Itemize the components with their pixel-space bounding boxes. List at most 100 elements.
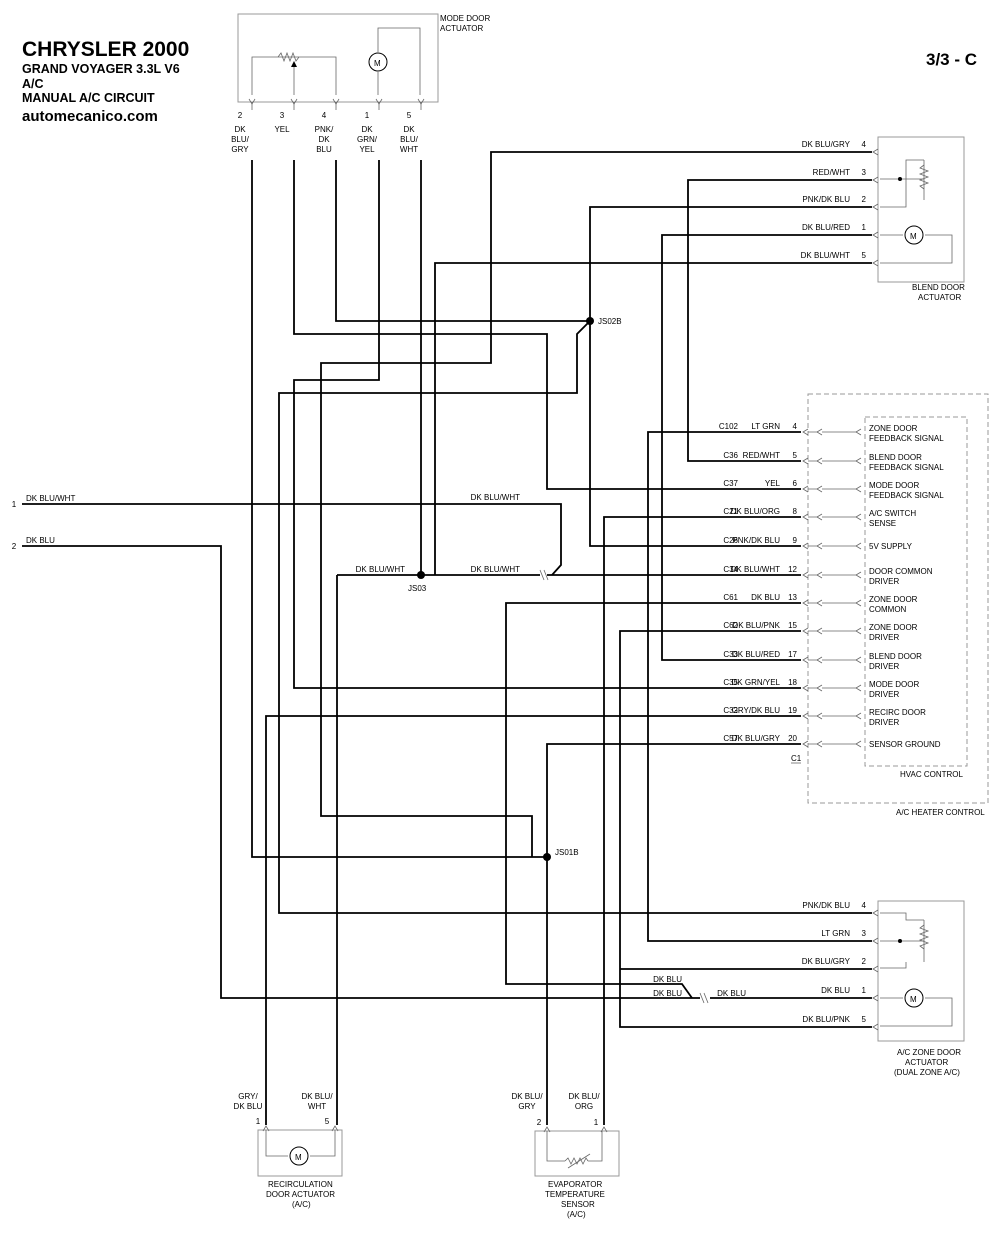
- hvac-pin-lead: [808, 740, 862, 748]
- header-line-system: A/C: [22, 76, 44, 91]
- zone-pin-wire-color: PNK/DK BLU: [802, 901, 850, 910]
- mode-pin-wire-color: DK: [403, 125, 415, 134]
- hvac-circuit-id: C32: [723, 706, 738, 715]
- zone-pin-number: 1: [862, 986, 867, 995]
- hvac-pin-function: A/C SWITCH: [869, 509, 916, 518]
- zone-pin-number: 4: [862, 901, 867, 910]
- splice-js02b-label: JS02B: [598, 317, 622, 326]
- blend-pin-terminal: [872, 259, 879, 267]
- mode-door-label-1: MODE DOOR: [440, 14, 490, 23]
- page-number: 3/3 - C: [926, 50, 978, 69]
- hvac-pin-function: DRIVER: [869, 662, 899, 671]
- hvac-pin-function: FEEDBACK SIGNAL: [869, 491, 944, 500]
- hvac-circuit-id: C21: [723, 507, 738, 516]
- connector-c1-label: C1: [791, 754, 802, 763]
- hvac-pin-function: MODE DOOR: [869, 680, 919, 689]
- hvac-pin-function: SENSOR GROUND: [869, 740, 941, 749]
- hvac-wire-color: DK BLU/PNK: [732, 621, 780, 630]
- hvac-pin-function: ZONE DOOR: [869, 424, 918, 433]
- zone-pin-number: 5: [862, 1015, 867, 1024]
- hvac-pin-number: 5: [793, 451, 798, 460]
- hvac-pin-number: 17: [788, 650, 797, 659]
- evap-label-3: SENSOR: [561, 1200, 595, 1209]
- left-input-pin: 2: [12, 542, 17, 551]
- hvac-circuit-id: C37: [723, 479, 738, 488]
- zone-extra-wire-label: DK BLU: [653, 989, 682, 998]
- hvac-circuit-id: C36: [723, 451, 738, 460]
- recirc-pin-wire-color: DK BLU/: [301, 1092, 333, 1101]
- hvac-pin-lead: [808, 485, 862, 493]
- zone-door-label-3: (DUAL ZONE A/C): [894, 1068, 960, 1077]
- mode-pin-wire-color: BLU: [316, 145, 332, 154]
- zone-pin-wire-color: DK BLU/GRY: [802, 957, 851, 966]
- evap-pin-number: 2: [537, 1118, 542, 1127]
- hvac-wire-color: RED/WHT: [743, 451, 780, 460]
- hvac-pin-function: ZONE DOOR: [869, 595, 918, 604]
- splice-js02b: JS02B: [586, 317, 622, 326]
- wires: [22, 151, 872, 1125]
- evap-pin-terminal: [600, 1126, 608, 1133]
- hvac-pin-lead: [808, 571, 862, 579]
- mode-pin-wire-color: DK: [318, 135, 330, 144]
- splice-js01b: JS01B: [543, 848, 579, 861]
- hvac-pin-terminal: [802, 599, 809, 607]
- mode-pin-wire-color: BLU/: [231, 135, 250, 144]
- mode-pin-wire-color: GRY: [231, 145, 249, 154]
- hvac-pin-lead: [808, 712, 862, 720]
- hvac-circuit-id: C35: [723, 678, 738, 687]
- recirc-label-2: DOOR ACTUATOR: [266, 1190, 335, 1199]
- mode-pin-number: 2: [238, 111, 243, 120]
- left-input-pin: 1: [12, 500, 17, 509]
- hvac-pin-lead: [808, 428, 862, 436]
- hvac-pin-function: SENSE: [869, 519, 896, 528]
- zone-door-label-2: ACTUATOR: [905, 1058, 948, 1067]
- diagram-header: CHRYSLER 2000 GRAND VOYAGER 3.3L V6 A/C …: [22, 38, 189, 126]
- hvac-pin-function: ZONE DOOR: [869, 623, 918, 632]
- left-input-wire-color: DK BLU/WHT: [26, 494, 75, 503]
- wire-label-js03-left: DK BLU/WHT: [356, 565, 405, 574]
- hvac-pin-function: MODE DOOR: [869, 481, 919, 490]
- heater-control-label: A/C HEATER CONTROL: [896, 808, 985, 817]
- hvac-pin-number: 20: [788, 734, 797, 743]
- blend-pin-wire-color: RED/WHT: [813, 168, 850, 177]
- hvac-pin-function: DRIVER: [869, 690, 899, 699]
- hvac-pin-function: DOOR COMMON: [869, 567, 933, 576]
- hvac-pin-terminal: [802, 485, 809, 493]
- mode-pin-number: 4: [322, 111, 327, 120]
- hvac-pin-terminal: [802, 571, 809, 579]
- mode-pin-number: 5: [407, 111, 412, 120]
- hvac-wire-color: YEL: [765, 479, 781, 488]
- blend-pin-terminal: [872, 148, 879, 156]
- blend-pin-wire-color: DK BLU/RED: [802, 223, 850, 232]
- hvac-pin-function: BLEND DOOR: [869, 652, 922, 661]
- evap-label-2: TEMPERATURE: [545, 1190, 605, 1199]
- blend-pin-wire-color: PNK/DK BLU: [802, 195, 850, 204]
- recirc-pin-wire-color: WHT: [308, 1102, 326, 1111]
- hvac-pin-terminal: [802, 740, 809, 748]
- wire-label-js03-right: DK BLU/WHT: [471, 565, 520, 574]
- hvac-wire-color: DK GRN/YEL: [732, 678, 781, 687]
- hvac-pin-lead: [808, 684, 862, 692]
- hvac-pin-number: 12: [788, 565, 797, 574]
- hvac-pin-number: 13: [788, 593, 797, 602]
- hvac-pin-lead: [808, 542, 862, 550]
- hvac-circuit-id: C57: [723, 734, 738, 743]
- recirc-pin-terminal: [331, 1125, 339, 1132]
- hvac-pin-function: DRIVER: [869, 633, 899, 642]
- splice-js03-label: JS03: [408, 584, 427, 593]
- hvac-wire-color: DK BLU/WHT: [731, 565, 780, 574]
- diagram-title: CHRYSLER 2000: [22, 38, 190, 61]
- evap-pin-number: 1: [594, 1118, 599, 1127]
- hvac-wire-color: DK BLU: [751, 593, 780, 602]
- inline-connector-js03: [539, 569, 549, 581]
- hvac-pin-function: FEEDBACK SIGNAL: [869, 434, 944, 443]
- hvac-pin-terminal: [802, 457, 809, 465]
- hvac-wire-color: PNK/DK BLU: [732, 536, 780, 545]
- mode-door-actuator: M MODE DOOR ACTUATOR: [237, 13, 490, 103]
- hvac-pin-lead: [808, 599, 862, 607]
- hvac-pin-terminal: [802, 656, 809, 664]
- blend-pin-number: 3: [862, 168, 867, 177]
